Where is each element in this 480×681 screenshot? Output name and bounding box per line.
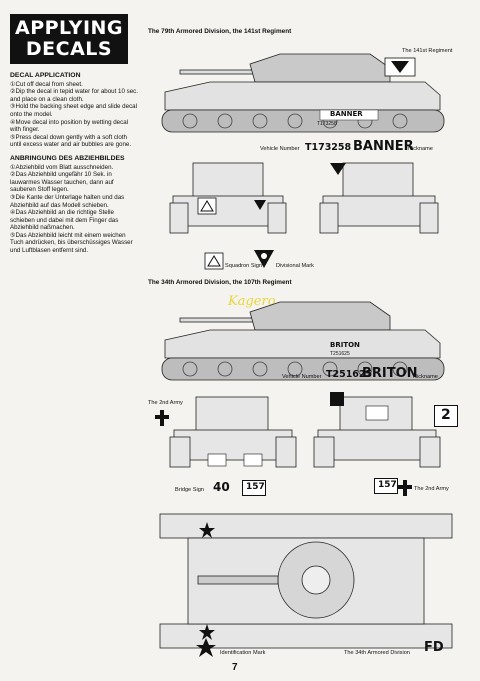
regiment-sign-icon <box>384 57 416 77</box>
page-number: 7 <box>232 662 238 673</box>
nickname-label: Nickname <box>408 146 433 152</box>
vehicle-number-value: T173258 <box>305 142 352 153</box>
en-step: ①Cut off decal from sheet. <box>10 80 83 88</box>
tac-number-box: 157 <box>242 480 266 496</box>
tank2-front-view <box>169 396 297 468</box>
turret-number: 2 <box>441 407 451 423</box>
en-step: ②Dip the decal in tepid water for about … <box>10 88 138 103</box>
division-code: FD <box>424 640 444 655</box>
section1-title: The 79th Armored Division, the 141st Reg… <box>148 28 292 35</box>
divisional-label: Divisional Mark <box>276 263 314 269</box>
section2-title: The 34th Armored Division, the 107th Reg… <box>148 279 292 286</box>
bridge-sign-label: Bridge Sign <box>175 487 204 493</box>
squadron-sign-icon <box>204 252 224 270</box>
tac-number: 157 <box>378 480 397 490</box>
nickname-value: BRITON <box>362 366 418 381</box>
tank2-hull-number: T251625 <box>330 351 350 357</box>
en-heading: DECAL APPLICATION <box>10 72 81 79</box>
tank1-front-view <box>169 162 287 234</box>
tank2-hull-name: BRITON <box>330 341 360 349</box>
turret-number-box: 2 <box>434 405 458 427</box>
regiment-label: The 141st Regiment <box>402 48 453 54</box>
en-step: ③Hold the backing sheet edge and slide d… <box>10 103 137 118</box>
nickname-value: BANNER <box>353 139 414 154</box>
tank-top-view <box>159 513 453 649</box>
army-cross-icon <box>155 410 169 426</box>
army-label-left: The 2nd Army <box>148 400 183 406</box>
division-label: The 34th Armored Division <box>344 650 410 656</box>
divisional-mark-icon <box>254 250 274 268</box>
title-line-2: DECALS <box>25 38 113 60</box>
tank1-side-view <box>161 53 445 133</box>
watermark: Kagero <box>228 294 276 309</box>
en-step: ⑤Press decal down gently with a soft clo… <box>10 133 132 149</box>
tank2-rear-view <box>313 396 441 468</box>
vehicle-number-label: Vehicle Number <box>282 374 322 380</box>
tank2-side-view <box>161 301 445 381</box>
tank1-hull-number: T173258 <box>317 121 337 127</box>
tank1-rear-view <box>319 162 439 234</box>
squadron-label: Squadron Sign <box>225 263 263 269</box>
de-step: ③Die Kante der Unterlage halten und das … <box>10 193 125 209</box>
army-cross-icon <box>398 480 412 496</box>
tank1-hull-name: BANNER <box>330 110 363 118</box>
page-title: APPLYING DECALS <box>10 14 128 64</box>
identification-label: Identification Mark <box>220 650 266 656</box>
de-step: ⑤Das Abziehbild leicht mit einem weichen… <box>10 231 133 255</box>
de-step: ④Das Abziehbild an die richtige Stelle s… <box>10 209 119 232</box>
en-step: ④Move decal into position by wetting dec… <box>10 118 129 134</box>
identification-star-icon <box>196 638 216 657</box>
tac-number: 157 <box>246 482 265 492</box>
division-mark-small-icon <box>330 392 344 406</box>
instructions-column: DECAL APPLICATION ①Cut off decal from sh… <box>10 72 138 255</box>
nickname-label: Nickname <box>413 374 438 380</box>
vehicle-number-label: Vehicle Number <box>260 146 300 152</box>
title-line-1: APPLYING <box>14 17 124 39</box>
vehicle-number-value: T251625 <box>326 369 373 380</box>
bridge-sign-value: 40 <box>213 480 230 494</box>
de-step: ①Abziehbild vom Blatt ausschneiden. <box>10 163 114 171</box>
tac-number-box: 157 <box>374 478 398 494</box>
de-heading: ANBRINGUNG DES ABZIEHBILDES <box>10 154 125 162</box>
army-label-right: The 2nd Army <box>414 486 449 492</box>
de-step: ②Das Abziehbild ungefähr 10 Sek. in lauw… <box>10 171 114 194</box>
